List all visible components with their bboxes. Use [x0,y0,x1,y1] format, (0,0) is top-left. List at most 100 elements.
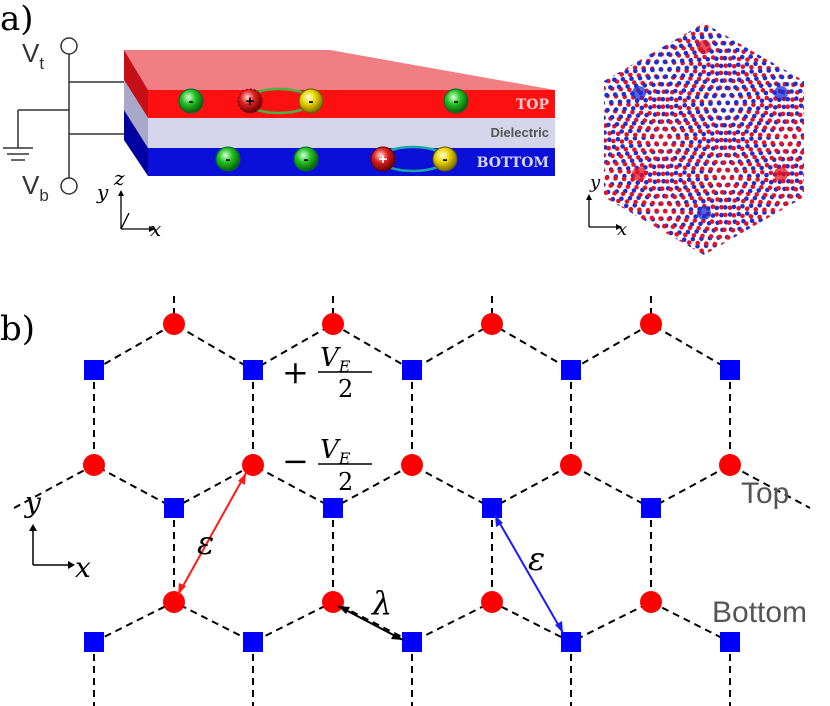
moire-dot [635,237,640,242]
moire-dot [672,127,677,133]
moire-dot [816,103,821,108]
moire-dot [595,79,600,84]
moire-dot [809,151,814,156]
moire-dot [712,93,717,99]
moire-dot [707,181,713,187]
moire-dot [811,188,816,193]
moire-dot [738,241,743,247]
moire-dot [634,232,639,238]
moire-dot [726,23,731,24]
moire-dot [604,63,608,68]
moire-dot [755,173,761,178]
moire-dot [613,176,618,181]
moire-dot [665,36,671,42]
moire-dot [788,74,793,79]
moire-dot [734,32,739,38]
moire-dot [638,192,643,198]
moire-dot [751,102,756,107]
moire-dot [715,86,721,91]
moire-dot [792,52,798,58]
moire-dot [594,131,599,136]
moire-dot [803,157,804,163]
hole-top: + [237,88,263,114]
moire-dot [749,218,755,223]
moire-dot [674,252,679,255]
moire-dot [610,47,615,53]
moire-dot [593,116,598,121]
moire-dot [738,107,744,112]
moire-dot [686,23,692,29]
moire-dot [631,121,637,126]
moire-dot [741,84,747,90]
moire-dot [750,233,756,238]
moire-dot [693,214,698,219]
moire-dot [604,190,609,196]
moire-dot [744,62,750,67]
moire-dot [754,124,759,130]
moire-dot [615,213,620,219]
top-lattice-site [719,454,741,476]
top-lattice-site [322,313,344,335]
moire-dot [720,190,725,195]
hole-bottom: + [370,146,396,172]
moire-dot [628,72,633,78]
moire-axes [586,194,622,230]
moire-dot [746,176,752,182]
moire-dot [607,49,613,54]
moire-dot [823,139,828,144]
moire-dot [635,247,640,253]
moire-dot [626,236,632,242]
moire-dot [634,102,640,108]
moire-dot [751,169,756,175]
moire-dot [779,208,784,214]
moire-dot [699,23,704,25]
moire-dot [652,171,657,176]
moire-dot [697,139,703,144]
moire-dot [812,173,817,178]
moire-dot [781,238,786,244]
moire-dot [640,230,645,235]
moire-dot [758,199,763,205]
moire-dot [705,124,710,129]
moire-axis-x: x [617,219,627,240]
moire-dot [752,113,757,119]
moire-dot [705,56,711,62]
moire-dot [697,72,703,77]
moire-dot [759,184,764,190]
moire-dot [671,209,677,215]
moire-dot [726,48,732,53]
layer-stack [124,50,555,176]
moire-dot [725,235,731,240]
moire-dot [763,110,769,116]
moire-dot [615,64,621,69]
moire-dot [739,54,745,60]
moire-dot [660,29,666,35]
moire-dot [738,176,743,181]
moire-dot [642,51,647,56]
moire-dot [717,167,722,173]
moire-dot [664,89,669,94]
moire-dot [607,131,612,136]
lattice-zigzag-bond [93,322,731,372]
moire-dot [574,154,579,159]
bottom-lattice-site [164,498,184,518]
moire-dot [629,158,635,163]
moire-dot [695,109,701,115]
moire-dot [718,219,723,225]
moire-dot [712,241,718,247]
moire-dot [752,195,758,201]
moire-dot [756,229,761,235]
moire-dot [779,74,785,80]
moire-dot [607,63,612,69]
moire-dot [750,84,755,89]
moire-dot [584,85,589,90]
moire-dot [708,34,714,39]
moire-dot [708,101,713,107]
moire-dot [606,213,612,218]
moire-dot [720,175,726,180]
moire-dot [792,201,798,207]
moire-dot [797,73,802,79]
moire-dot [689,128,694,134]
moire-dot [791,149,796,155]
moire-dot [640,148,646,153]
